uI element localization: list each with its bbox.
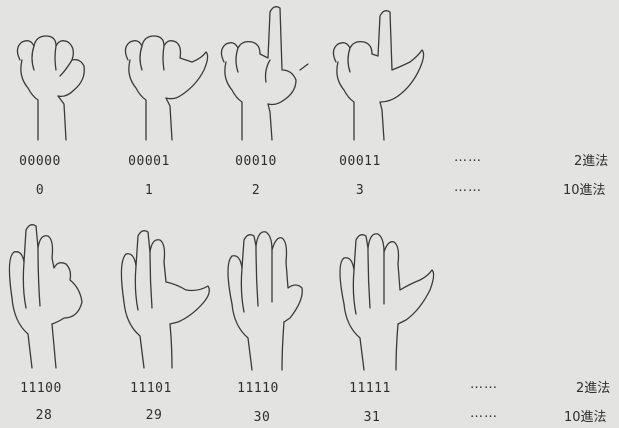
binary-value: 00011 xyxy=(339,154,381,170)
binary-base-label: 2進法 xyxy=(576,381,610,397)
decimal-value: 1 xyxy=(145,183,153,199)
hand-fist-0 xyxy=(17,36,84,140)
binary-value: 00010 xyxy=(235,154,277,170)
hand-28 xyxy=(9,225,82,368)
ellipsis: …… xyxy=(470,377,498,393)
binary-value: 11100 xyxy=(20,381,62,397)
hand-index-thumb-3 xyxy=(333,11,423,140)
hand-30 xyxy=(228,232,302,370)
decimal-value: 0 xyxy=(36,183,44,199)
hand-29 xyxy=(121,231,209,368)
decimal-value: 31 xyxy=(364,410,381,426)
decimal-base-label: 10進法 xyxy=(563,183,606,199)
decimal-value: 29 xyxy=(146,408,163,424)
binary-value: 00000 xyxy=(19,154,61,170)
decimal-value: 2 xyxy=(252,183,260,199)
hand-31 xyxy=(340,234,434,370)
binary-value: 00001 xyxy=(128,154,170,170)
ellipsis: …… xyxy=(454,150,482,166)
binary-value: 11110 xyxy=(237,381,279,397)
decimal-value: 30 xyxy=(254,410,271,426)
decimal-value: 3 xyxy=(356,183,364,199)
hand-thumb-1 xyxy=(125,36,207,140)
decimal-base-label: 10進法 xyxy=(564,410,607,426)
ellipsis: …… xyxy=(454,180,482,196)
hand-index-2 xyxy=(221,7,308,140)
binary-base-label: 2進法 xyxy=(574,154,608,170)
binary-value: 11111 xyxy=(349,381,391,397)
decimal-value: 28 xyxy=(36,408,53,424)
ellipsis: …… xyxy=(470,406,498,422)
binary-value: 11101 xyxy=(130,381,172,397)
